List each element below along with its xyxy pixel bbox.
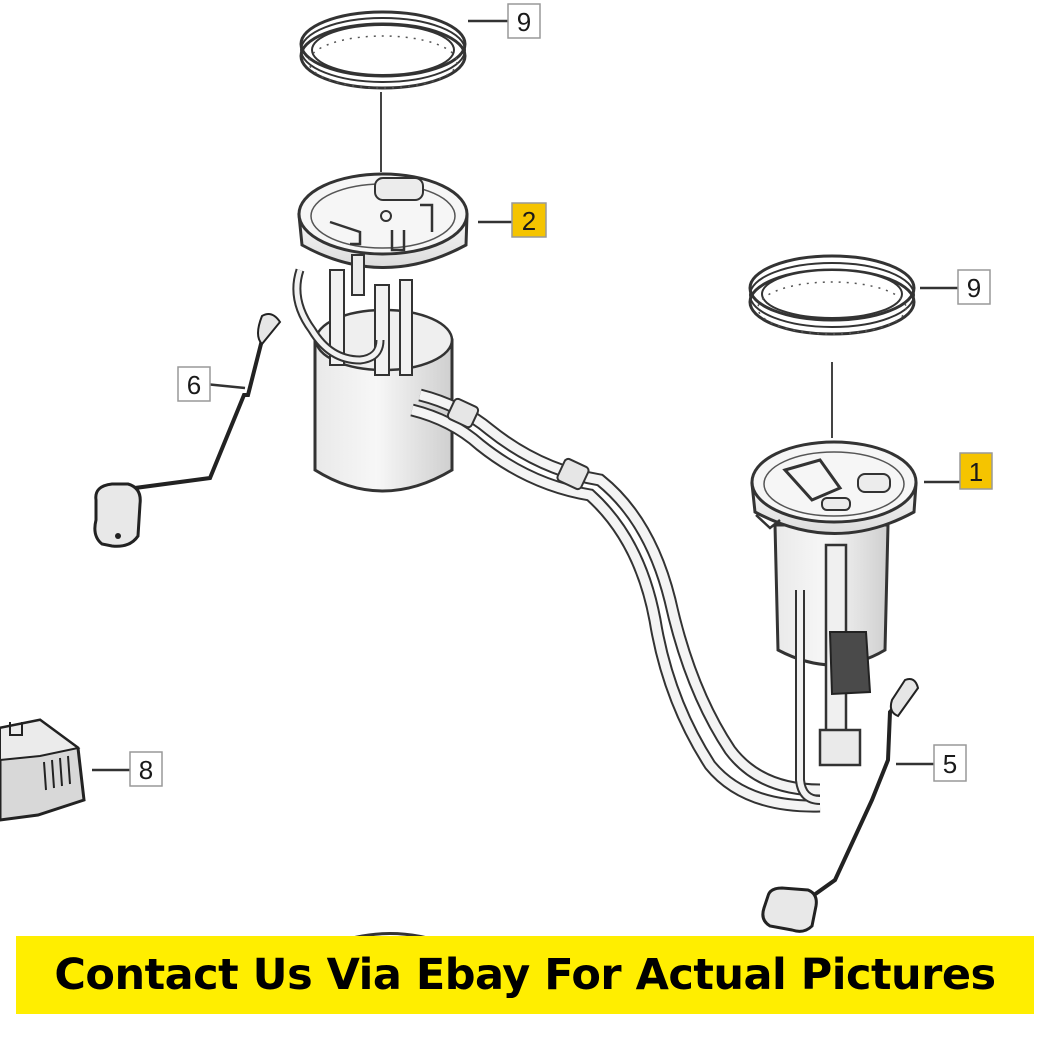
callout-9-right: 9 (957, 269, 991, 305)
leader-lines (92, 19, 960, 772)
callout-9-top-number: 9 (517, 7, 531, 37)
callout-8-number: 8 (139, 755, 153, 785)
callout-2-number: 2 (522, 206, 536, 236)
level-sender-left (93, 313, 282, 548)
electrical-connector (0, 718, 86, 822)
callout-8: 8 (129, 751, 163, 787)
callout-9-right-number: 9 (967, 273, 981, 303)
level-sender-right (761, 678, 920, 933)
callout-9-top: 9 (507, 3, 541, 39)
sealing-ring-top (299, 10, 467, 90)
callout-5: 5 (933, 744, 967, 782)
callout-6: 6 (177, 366, 211, 402)
callout-2: 2 (511, 202, 547, 238)
callout-5-number: 5 (943, 749, 957, 779)
callout-1: 1 (959, 452, 993, 490)
fuel-hoses (410, 388, 821, 813)
sealing-ring-right (748, 254, 916, 336)
callout-6-number: 6 (187, 370, 201, 400)
callout-1-number: 1 (969, 457, 983, 487)
contact-banner-text: Contact Us Via Ebay For Actual Pictures (54, 950, 996, 1000)
fuel-pump-left (292, 172, 469, 493)
fuel-pump-right (750, 440, 918, 805)
contact-banner: Contact Us Via Ebay For Actual Pictures (16, 936, 1034, 1014)
